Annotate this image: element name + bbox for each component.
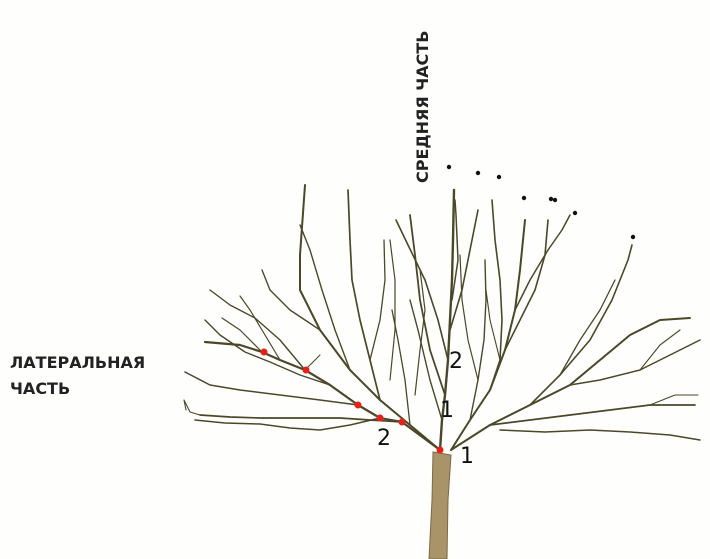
node-marker: [437, 447, 444, 454]
order-number-middle-lower: 1: [440, 400, 454, 422]
tip-marker: [447, 165, 451, 169]
order-number-right: 1: [460, 446, 474, 468]
tip-marker: [497, 175, 501, 179]
tip-marker: [522, 196, 526, 200]
lateral-part-label-line1: ЛАТЕРАЛЬНАЯ: [10, 350, 145, 376]
middle-part-label: СРЕДНЯЯ ЧАСТЬ: [410, 31, 436, 183]
node-marker: [261, 349, 268, 356]
order-number-lateral: 2: [377, 428, 391, 450]
node-marker: [377, 415, 384, 422]
node-marker: [303, 367, 310, 374]
lateral-part-label: ЛАТЕРАЛЬНАЯ ЧАСТЬ: [10, 350, 145, 402]
stem: [429, 452, 451, 559]
tip-marker: [553, 198, 557, 202]
node-marker: [399, 419, 406, 426]
lateral-part-label-line2: ЧАСТЬ: [10, 376, 145, 402]
tip-marker: [631, 235, 635, 239]
node-marker: [355, 402, 362, 409]
order-number-middle-upper: 2: [449, 351, 463, 373]
tip-marker: [476, 171, 480, 175]
tip-marker: [573, 211, 577, 215]
tip-marker: [549, 197, 553, 201]
